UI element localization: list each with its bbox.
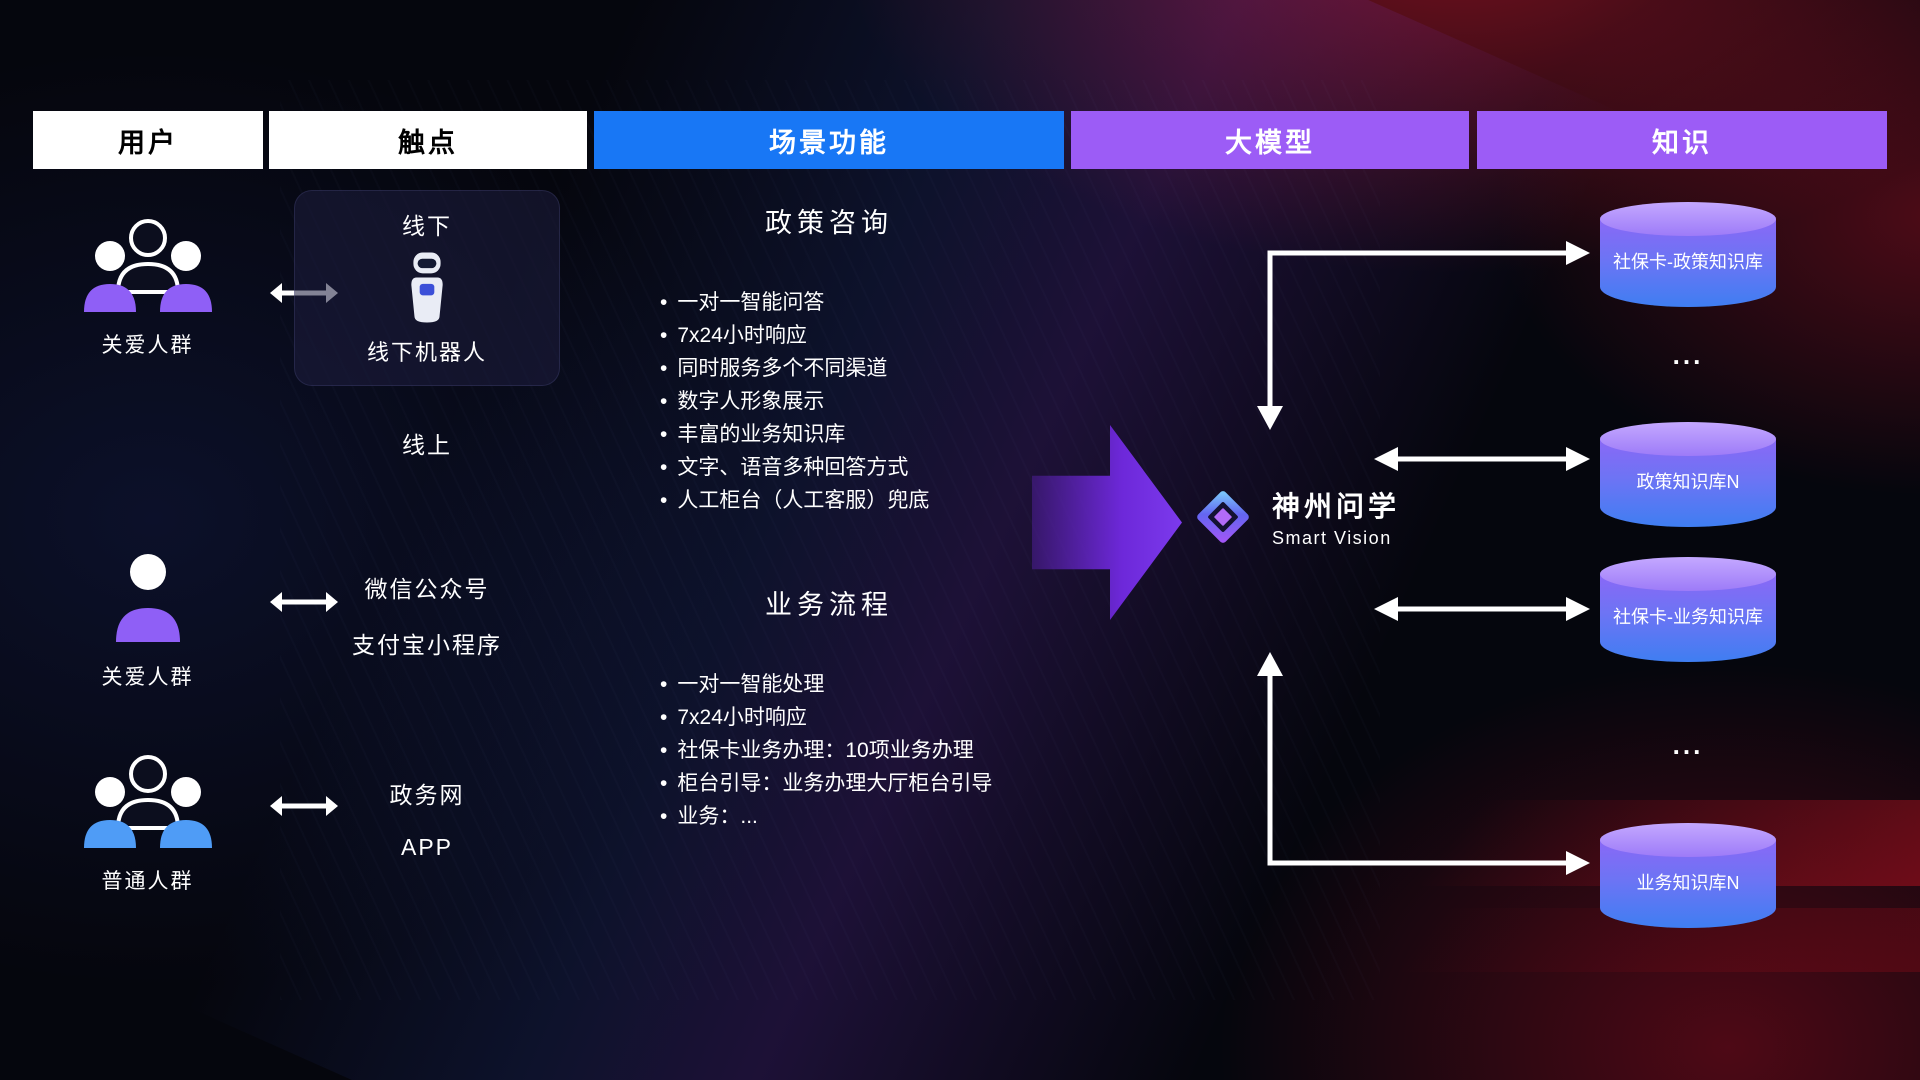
brand-logo: 神州问学 Smart Vision (1188, 482, 1400, 552)
bullet-dot: • (660, 423, 668, 446)
scenario-policy-consult: 政策咨询 • 一对一智能问答 • 7x24小时响应 • 同时服务多个不同渠道 • 数字人… (594, 206, 1064, 517)
bullet-text: 柜台引导：业务办理大厅柜台引导 (677, 772, 993, 795)
bullet-item: • 一对一智能问答 (660, 286, 1064, 319)
bullet-item: • 社保卡业务办理：10项业务办理 (660, 734, 1064, 767)
bullet-item: • 文字、语音多种回答方式 (660, 451, 1064, 484)
bullet-item: • 7x24小时响应 (660, 319, 1064, 352)
bullet-text: 数字人形象展示 (677, 390, 825, 413)
bullet-item: • 一对一智能处理 (660, 668, 1064, 701)
bullet-dot: • (660, 324, 668, 347)
people-group-icon (83, 219, 212, 312)
scenario-title: 业务流程 (765, 590, 893, 620)
database-cylinder-icon (1600, 202, 1776, 236)
touchpoint-label-wechat: 微信公众号 (364, 576, 490, 602)
column-header-users: 用户 (33, 111, 263, 169)
brand-subtitle: Smart Vision (1272, 528, 1392, 548)
user-group-general: 普通人群 (40, 748, 255, 895)
knowledge-db-business-shebao: 社保卡-业务知识库 (1600, 557, 1776, 662)
bullet-item: • 人工柜台（人工客服）兜底 (660, 484, 1064, 517)
bullet-dot: • (660, 673, 668, 696)
knowledge-ellipsis: ... (1672, 730, 1704, 760)
offline-touchpoint-card: 线下 线下机器人 (294, 190, 560, 386)
bullet-text: 7x24小时响应 (677, 324, 807, 347)
column-header-knowledge: 知识 (1477, 111, 1887, 169)
touchpoint-label-online: 线上 (402, 432, 452, 458)
bullet-dot: • (660, 489, 668, 512)
bullet-text: 一对一智能处理 (677, 673, 825, 696)
user-group-label: 关爱人群 (101, 666, 194, 689)
offline-robot-label: 线下机器人 (366, 340, 487, 365)
db-label: 政策知识库N (1636, 471, 1740, 492)
bullet-text: 丰富的业务知识库 (677, 423, 846, 446)
knowledge-db-business-n: 业务知识库N (1600, 823, 1776, 928)
touchpoint-label-app: APP (400, 834, 454, 860)
bullet-text: 一对一智能问答 (677, 291, 825, 314)
people-group-icon (83, 755, 212, 848)
bullet-text: 同时服务多个不同渠道 (677, 357, 888, 380)
scenario-title: 政策咨询 (765, 208, 893, 238)
db-label: 业务知识库N (1636, 872, 1740, 893)
db-label: 社保卡-业务知识库 (1613, 606, 1763, 627)
knowledge-db-policy-shebao: 社保卡-政策知识库 (1600, 202, 1776, 307)
diamond-logo-icon (1197, 491, 1249, 543)
bullet-dot: • (660, 291, 668, 314)
bullet-dot: • (660, 706, 668, 729)
column-header-touchpoints: 触点 (269, 111, 587, 169)
bullet-dot: • (660, 772, 668, 795)
column-header-scenarios: 场景功能 (594, 111, 1064, 169)
database-cylinder-icon (1600, 823, 1776, 857)
user-group-care-2: 关爱人群 (40, 548, 255, 691)
person-icon (115, 554, 180, 642)
bullet-item: • 数字人形象展示 (660, 385, 1064, 418)
bidirectional-arrow-icon (270, 592, 338, 612)
knowledge-db-policy-n: 政策知识库N (1600, 422, 1776, 527)
bullet-item: • 业务：... (660, 800, 1064, 833)
bullet-text: 文字、语音多种回答方式 (677, 456, 909, 479)
bidirectional-arrow-icon (270, 796, 338, 816)
db-label: 社保卡-政策知识库 (1613, 251, 1763, 272)
scenario-bullet-list: • 一对一智能处理 • 7x24小时响应 • 社保卡业务办理：10项业务办理 • 柜台引… (660, 668, 1064, 833)
bullet-text: 人工柜台（人工客服）兜底 (677, 489, 930, 512)
bullet-text: 业务：... (677, 805, 758, 828)
bullet-item: • 丰富的业务知识库 (660, 418, 1064, 451)
bullet-dot: • (660, 456, 668, 479)
bullet-item: • 7x24小时响应 (660, 701, 1064, 734)
bullet-item: • 同时服务多个不同渠道 (660, 352, 1064, 385)
scenario-business-process: 业务流程 • 一对一智能处理 • 7x24小时响应 • 社保卡业务办理：10项业务办理… (594, 588, 1064, 833)
robot-icon (411, 252, 443, 323)
touchpoint-label-alipay: 支付宝小程序 (352, 632, 502, 658)
bullet-dot: • (660, 357, 668, 380)
offline-title: 线下 (402, 213, 452, 239)
bullet-text: 7x24小时响应 (677, 706, 807, 729)
database-cylinder-icon (1600, 557, 1776, 591)
database-cylinder-icon (1600, 422, 1776, 456)
bullet-item: • 柜台引导：业务办理大厅柜台引导 (660, 767, 1064, 800)
bullet-dot: • (660, 805, 668, 828)
user-group-label: 关爱人群 (101, 334, 194, 357)
knowledge-ellipsis: ... (1672, 340, 1704, 370)
column-header-model: 大模型 (1071, 111, 1469, 169)
user-group-care-1: 关爱人群 (40, 212, 255, 359)
touchpoint-label-govweb: 政务网 (389, 782, 465, 808)
bullet-dot: • (660, 739, 668, 762)
brand-name: 神州问学 (1272, 491, 1401, 522)
user-group-label: 普通人群 (101, 870, 194, 893)
scenario-bullet-list: •一对一智能问答 •7x24小时响应 •同时服务多个不同渠道 •数字人形象展示 … (660, 286, 1064, 517)
bullet-text: 社保卡业务办理：10项业务办理 (677, 739, 974, 762)
bullet-dot: • (660, 390, 668, 413)
